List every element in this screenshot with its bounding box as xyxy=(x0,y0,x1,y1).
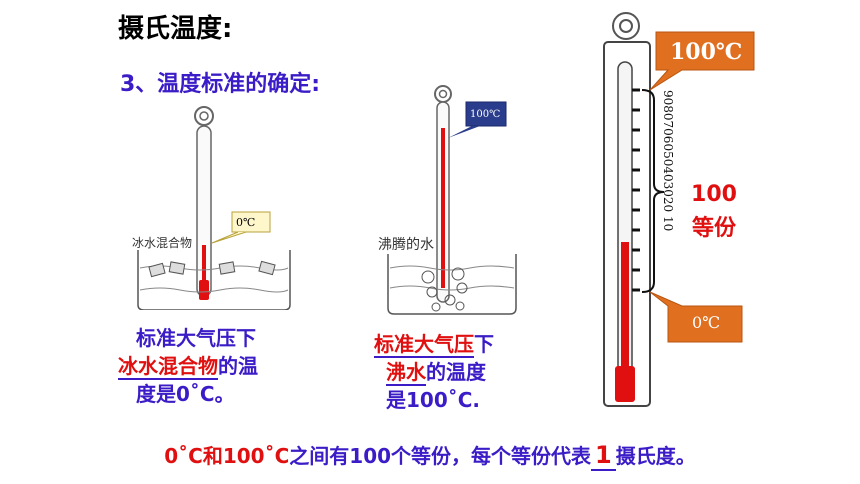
caption-underlined-text: 冰水混合物 xyxy=(118,354,218,380)
mercury-bulb xyxy=(615,366,635,402)
page-title: 摄氏温度: xyxy=(118,14,233,44)
brace-icon xyxy=(641,89,665,293)
section-subtitle: 3、温度标准的确定: xyxy=(120,72,321,97)
mercury-column xyxy=(621,242,629,372)
zero-temp-callout-text: 0℃ xyxy=(236,216,256,229)
hundred-temp-callout-text: 100℃ xyxy=(470,109,501,120)
thermometer-ring-icon xyxy=(194,106,214,126)
thermometer-ring-icon xyxy=(612,12,640,40)
top-temp-label: 100℃ xyxy=(670,39,743,65)
summary-number: 1 xyxy=(591,441,616,471)
scale-numbers: 9080706050403020 10 xyxy=(661,90,675,232)
top-temp-label-box xyxy=(649,31,755,91)
equal-parts-label: 100 等份 xyxy=(682,178,746,246)
caption-line: 冰水混合物的温 xyxy=(118,354,258,380)
boiling-water-caption: 标准大气压下 沸水的温度 是100˚C. xyxy=(374,330,544,414)
scale-thermometer-illustration xyxy=(603,12,755,407)
beaker xyxy=(387,254,517,315)
summary-red-text: 0˚C和100˚C xyxy=(164,444,290,468)
mercury-bulb xyxy=(199,280,209,300)
caption-line: 度是0˚C。 xyxy=(136,382,235,406)
beaker xyxy=(137,250,291,310)
ice-water-illustration xyxy=(137,106,291,310)
scale-ticks xyxy=(632,88,640,292)
temp-callout-box xyxy=(231,211,271,233)
bottom-temp-label: 0℃ xyxy=(692,313,721,332)
ice-water-label: 冰水混合物 xyxy=(132,236,193,250)
caption-line: 沸水的温度 xyxy=(386,360,486,386)
caption-underlined-text: 沸水 xyxy=(386,360,426,386)
ice-water-caption: 标准大气压下 冰水混合物的温 度是0˚C。 xyxy=(118,324,318,408)
equal-parts-text: 等份 xyxy=(691,216,736,241)
mercury-column xyxy=(441,128,445,288)
caption-line: 标准大气压下 xyxy=(136,326,256,350)
caption-underlined-text: 标准大气压 xyxy=(374,332,474,358)
boiling-water-label: 沸腾的水 xyxy=(378,237,434,253)
bottom-temp-label-box xyxy=(649,291,743,343)
caption-line: 标准大气压下 xyxy=(374,332,494,358)
temp-callout-box xyxy=(465,101,507,127)
thermometer-ring-icon xyxy=(434,85,452,103)
boiling-water-illustration xyxy=(387,85,517,315)
caption-line: 是100˚C. xyxy=(386,388,481,412)
equal-parts-number: 100 xyxy=(691,182,737,207)
mercury-column xyxy=(202,245,206,287)
